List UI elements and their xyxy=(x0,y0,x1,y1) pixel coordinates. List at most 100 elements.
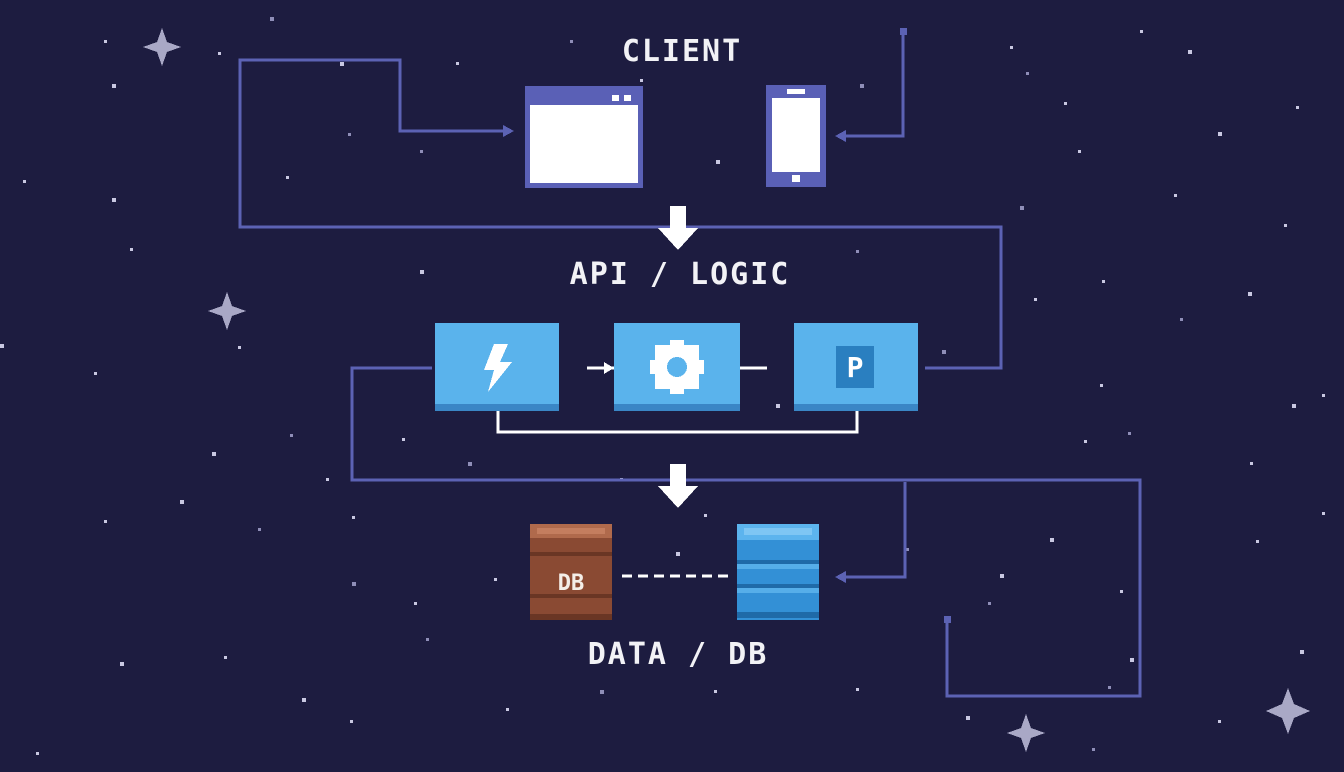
star xyxy=(94,372,97,375)
star xyxy=(468,462,472,466)
star xyxy=(1108,686,1111,689)
star xyxy=(104,40,107,43)
star xyxy=(1020,206,1024,210)
star xyxy=(414,602,417,605)
star xyxy=(1130,658,1134,662)
star xyxy=(348,133,351,136)
star xyxy=(1296,106,1299,109)
star xyxy=(258,528,261,531)
star xyxy=(1050,538,1054,542)
lightning-icon xyxy=(484,344,512,392)
mobile-phone-icon xyxy=(766,85,826,187)
star xyxy=(352,516,355,519)
arrowhead-icon xyxy=(835,130,846,142)
star xyxy=(270,17,274,21)
star xyxy=(1120,590,1123,593)
star xyxy=(104,520,107,523)
star xyxy=(456,62,459,65)
star xyxy=(302,698,306,702)
star xyxy=(224,656,227,659)
sparkle-decorations xyxy=(143,28,1310,752)
star xyxy=(1026,72,1029,75)
star xyxy=(420,270,424,274)
star xyxy=(1218,132,1222,136)
star xyxy=(1100,384,1103,387)
star xyxy=(212,452,216,456)
star xyxy=(1078,150,1081,153)
star xyxy=(0,344,4,348)
wire-right-phone xyxy=(838,32,905,138)
star xyxy=(286,176,289,179)
star xyxy=(1250,462,1253,465)
wire-node xyxy=(944,616,951,623)
db-cylinder-blue xyxy=(737,524,819,620)
star xyxy=(420,150,423,153)
star xyxy=(112,84,116,88)
star xyxy=(1284,224,1287,227)
arrowhead-icon xyxy=(835,571,846,583)
star xyxy=(1000,574,1004,578)
star xyxy=(704,514,707,517)
star xyxy=(776,404,780,408)
api-connectors xyxy=(496,362,859,434)
star xyxy=(180,500,184,504)
star xyxy=(23,180,26,183)
connector-arrowhead-icon xyxy=(604,362,614,374)
star xyxy=(1010,46,1013,49)
star xyxy=(640,79,643,82)
star xyxy=(340,62,344,66)
star xyxy=(506,708,509,711)
star xyxy=(1218,720,1221,723)
star xyxy=(494,578,497,581)
star xyxy=(1180,318,1183,321)
star xyxy=(856,250,859,253)
star xyxy=(112,198,116,202)
star xyxy=(290,434,293,437)
star xyxy=(1188,50,1192,54)
star xyxy=(1292,404,1296,408)
star xyxy=(426,638,429,641)
wire-left-api xyxy=(350,366,1142,698)
star xyxy=(600,690,604,694)
p-letter-icon: P xyxy=(836,346,874,388)
down-arrow-icon xyxy=(658,206,698,250)
star xyxy=(1128,432,1131,435)
star xyxy=(570,40,573,43)
wire-arrowheads xyxy=(503,28,951,623)
star xyxy=(1064,102,1067,105)
sparkle-icon xyxy=(1007,714,1045,752)
star xyxy=(1256,540,1259,543)
wire-left-client xyxy=(238,58,1003,370)
star xyxy=(402,438,405,441)
star xyxy=(352,582,356,586)
star xyxy=(942,350,946,354)
star xyxy=(1322,394,1325,397)
star xyxy=(218,52,221,55)
svg-text:P: P xyxy=(847,351,864,384)
star xyxy=(1174,194,1177,197)
flow-arrows xyxy=(658,206,698,508)
wire-node xyxy=(900,28,907,35)
down-arrow-icon xyxy=(658,464,698,508)
star xyxy=(1084,440,1087,443)
star xyxy=(350,720,353,723)
client-tier-label: CLIENT xyxy=(621,34,743,69)
db-cylinder-brown: DB xyxy=(530,524,612,620)
star xyxy=(860,84,864,88)
star xyxy=(1248,292,1252,296)
star xyxy=(716,160,720,164)
star xyxy=(1102,280,1105,283)
gear-icon xyxy=(650,340,704,394)
star xyxy=(238,346,241,349)
sparkle-icon xyxy=(208,292,246,330)
star xyxy=(714,690,717,693)
api-module-row: P xyxy=(435,323,918,411)
sparkle-icon xyxy=(1266,688,1310,734)
star xyxy=(36,752,39,755)
star xyxy=(966,716,970,720)
star xyxy=(906,548,909,551)
star xyxy=(130,248,133,251)
connector-under-rail xyxy=(496,411,859,434)
